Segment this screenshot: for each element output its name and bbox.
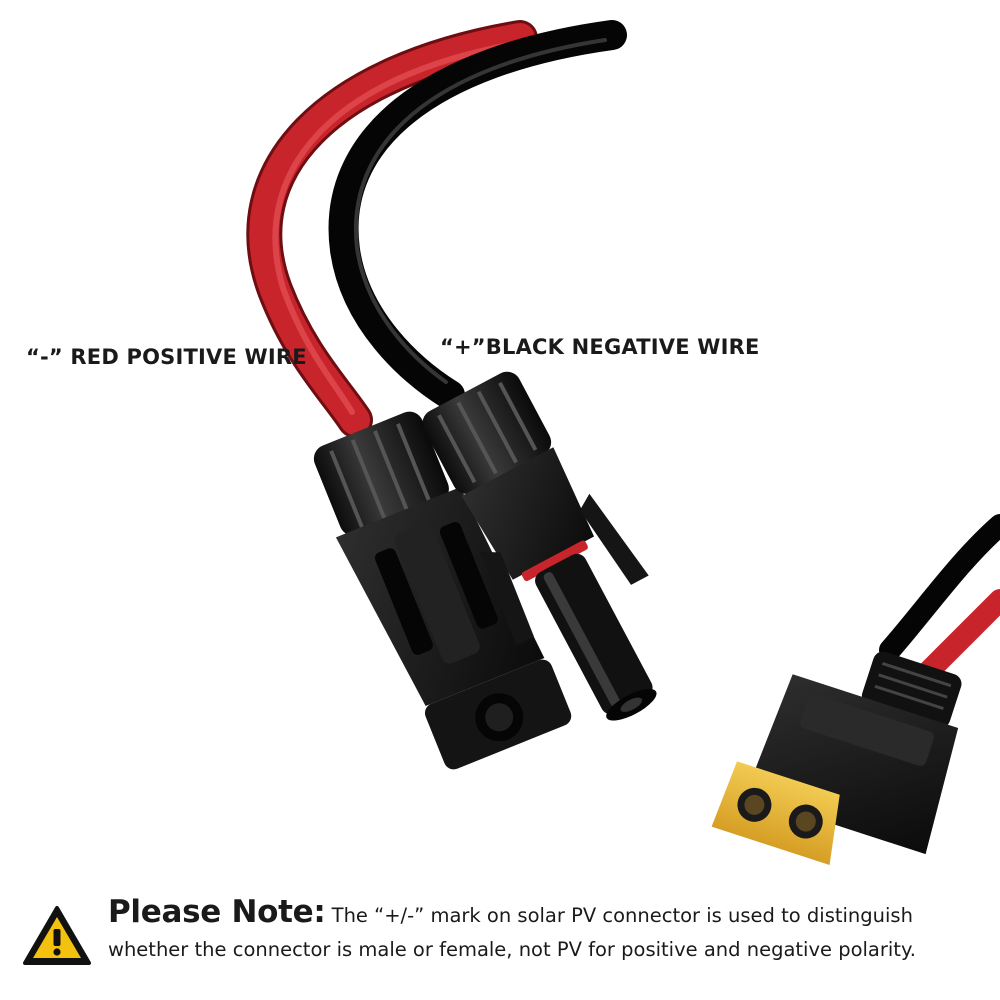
warning-triangle-icon xyxy=(23,906,91,965)
please-note-section: Please Note: The “+/-” mark on solar PV … xyxy=(22,895,982,975)
xt60-black-wire xyxy=(879,514,1000,661)
red-wire-label: “-” RED POSITIVE WIRE xyxy=(26,345,307,369)
note-text: Please Note: The “+/-” mark on solar PV … xyxy=(108,895,988,967)
note-line-1: The “+/-” mark on solar PV connector is … xyxy=(325,904,913,927)
note-line-2: whether the connector is male or female,… xyxy=(108,938,916,961)
black-wire-label: “+”BLACK NEGATIVE WIRE xyxy=(440,335,760,359)
black-wire xyxy=(328,20,627,410)
xt60-connector xyxy=(711,651,962,865)
male-mc4-connector xyxy=(422,371,657,721)
note-title: Please Note: xyxy=(108,894,326,930)
female-mc4-connector xyxy=(313,411,572,770)
